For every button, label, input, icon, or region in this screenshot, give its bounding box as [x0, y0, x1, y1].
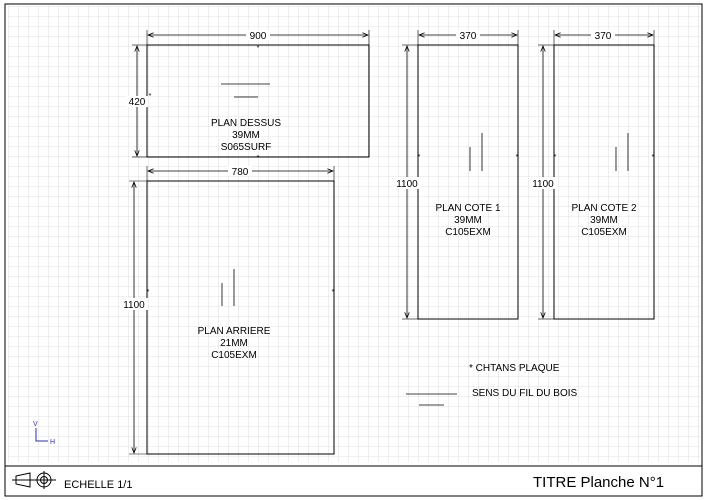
- view-material: C105EXM: [211, 350, 257, 361]
- edge-marker: *: [554, 154, 557, 161]
- edge-marker: *: [332, 289, 335, 296]
- view-material: S065SURF: [221, 142, 272, 153]
- view-plan-cote-2: 370 1100 * * PLAN COTE 2 39MM C105EXM: [529, 30, 655, 320]
- view-thickness: 39MM: [454, 215, 482, 226]
- view-name: PLAN COTE 2: [571, 203, 636, 214]
- view-material: C105EXM: [581, 227, 627, 238]
- view-plan-cote-1: 370 1100 * * PLAN COTE 1 39MM C105EXM: [393, 30, 519, 320]
- width-dimension: 900: [250, 31, 267, 42]
- view-plan-arriere: 780 1100 * * PLAN ARRIERE 21MM C105EXM: [120, 166, 335, 455]
- edge-marker: *: [257, 45, 260, 52]
- height-dimension: 1100: [123, 300, 145, 311]
- edge-marker: *: [652, 154, 655, 161]
- view-material: C105EXM: [445, 227, 491, 238]
- edge-marker: *: [516, 154, 519, 161]
- edge-marker: *: [257, 155, 260, 162]
- legend-chants: * CHTANS PLAQUE: [469, 363, 560, 374]
- title-block: ECHELLE 1/1 TITRE Planche N°1: [4, 465, 703, 497]
- view-plan-dessus: 900 420 * * * PLAN DESSUS 39MM S065SURF: [126, 30, 370, 162]
- legend: * CHTANS PLAQUE SENS DU FIL DU BOIS: [406, 363, 578, 406]
- edge-marker: *: [149, 93, 152, 100]
- view-name: PLAN COTE 1: [435, 203, 500, 214]
- height-dimension: 1100: [396, 179, 418, 190]
- projection-symbol-icon: [12, 471, 56, 489]
- width-dimension: 780: [232, 167, 249, 178]
- scale-label: ECHELLE 1/1: [64, 479, 132, 491]
- view-thickness: 21MM: [220, 338, 248, 349]
- width-dimension: 370: [595, 31, 612, 42]
- width-dimension: 370: [460, 31, 477, 42]
- edge-marker: *: [147, 289, 150, 296]
- edge-marker: *: [418, 154, 421, 161]
- view-name: PLAN DESSUS: [211, 118, 281, 129]
- panel-outline: [146, 180, 335, 455]
- axis-v-label: V: [33, 421, 38, 428]
- axis-icon: V H: [33, 421, 55, 446]
- height-dimension: 1100: [532, 179, 554, 190]
- height-dimension: 420: [129, 97, 146, 108]
- view-thickness: 39MM: [590, 215, 618, 226]
- view-name: PLAN ARRIERE: [198, 326, 271, 337]
- grid-area: [8, 6, 700, 462]
- sheet-title: TITRE Planche N°1: [533, 474, 664, 491]
- legend-grain: SENS DU FIL DU BOIS: [472, 388, 578, 399]
- axis-h-label: H: [50, 439, 55, 446]
- view-thickness: 39MM: [232, 130, 260, 141]
